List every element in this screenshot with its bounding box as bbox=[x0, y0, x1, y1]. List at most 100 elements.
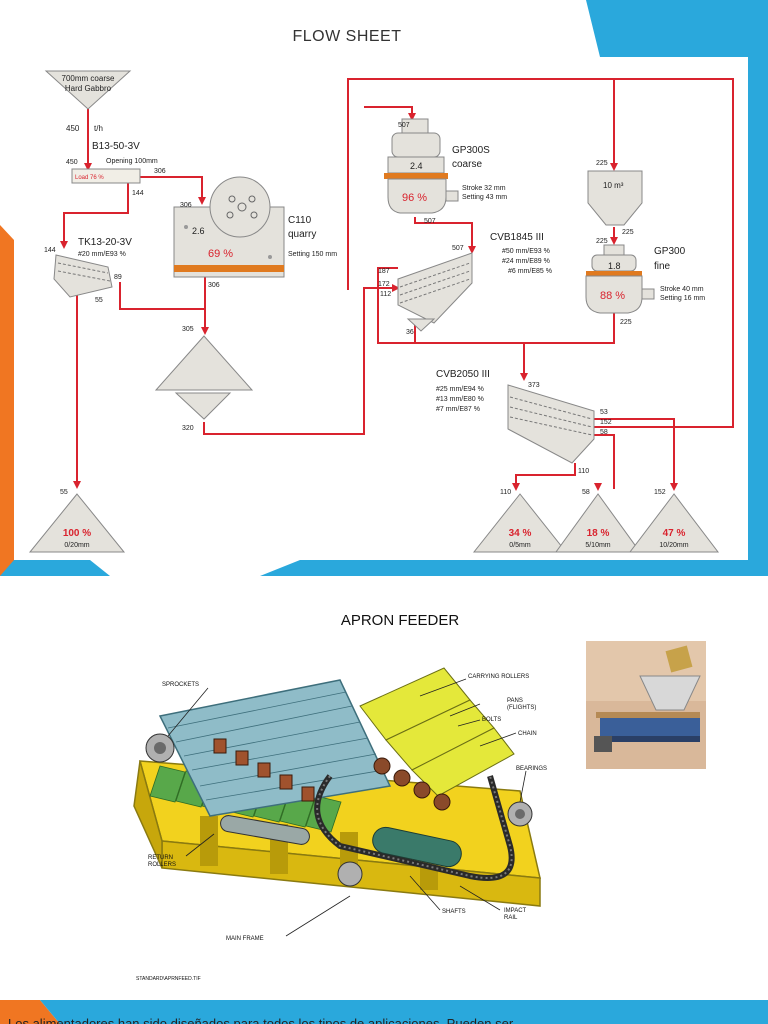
orange-left-shape bbox=[0, 225, 14, 576]
apron-feeder-illustration: SPROCKETS CARRYING ROLLERS PANS (FLIGHTS… bbox=[0, 641, 768, 1024]
screen3-spec-2: #13 mm/E80 % bbox=[436, 396, 484, 403]
carrying-belt bbox=[158, 679, 392, 817]
screen2-name: CVB1845 III bbox=[490, 232, 544, 243]
flow-arrows bbox=[60, 113, 678, 491]
description-paragraph: Los alimentadores han sido diseñados par… bbox=[8, 1016, 514, 1024]
jaw-crusher bbox=[173, 176, 285, 278]
cone1-load: 96 % bbox=[402, 192, 427, 204]
label-chain: CHAIN bbox=[518, 731, 537, 737]
product2-flow: 110 bbox=[500, 489, 511, 496]
bin-volume: 10 m³ bbox=[603, 181, 624, 190]
shafts bbox=[220, 815, 462, 868]
screen2-in: 507 bbox=[452, 245, 464, 252]
product4-pile bbox=[628, 493, 720, 553]
label-main-frame: MAIN FRAME bbox=[226, 936, 264, 942]
bin-out: 225 bbox=[622, 229, 634, 236]
label-return: RETURN bbox=[148, 855, 173, 861]
flow-sheet-slide: FLOW SHEET bbox=[0, 0, 768, 576]
product2-pct: 34 % bbox=[509, 528, 532, 539]
label-shafts: SHAFTS bbox=[442, 909, 466, 915]
screen2-hopper bbox=[406, 318, 436, 332]
product4-size: 10/20mm bbox=[659, 542, 688, 549]
belt-slats bbox=[167, 691, 385, 801]
cone2-name-2: fine bbox=[654, 261, 671, 272]
screen1-out-right: 89 bbox=[114, 274, 122, 281]
cone1-name-1: GP300S bbox=[452, 145, 490, 156]
screen3-in: 373 bbox=[528, 382, 540, 389]
screen3-name: CVB2050 III bbox=[436, 369, 490, 380]
jaw-ratio: 2.6 bbox=[192, 226, 205, 236]
screen3-deck-2: 152 bbox=[600, 419, 612, 426]
jaw-name-1: C110 bbox=[288, 215, 312, 226]
cone1-out: 507 bbox=[424, 218, 436, 225]
side-flights bbox=[359, 667, 515, 797]
label-bolts: BOLTS bbox=[482, 717, 501, 723]
cone1-setting: Setting 43 mm bbox=[462, 194, 507, 201]
jaw-out: 306 bbox=[208, 282, 220, 289]
product2-size: 0/5mm bbox=[509, 542, 531, 549]
cone-crusher-coarse bbox=[384, 118, 459, 214]
cone2-setting: Setting 16 mm bbox=[660, 295, 705, 302]
jaw-in: 306 bbox=[180, 202, 192, 209]
cone2-in: 225 bbox=[596, 238, 608, 245]
screen2-under: 36 bbox=[406, 329, 414, 336]
feed-flow: 450 bbox=[66, 124, 80, 133]
jaw-name-2: quarry bbox=[288, 229, 316, 240]
product4-pct: 47 % bbox=[663, 528, 686, 539]
feed-label-1: 700mm coarse bbox=[62, 74, 115, 83]
screen1-out-down: 55 bbox=[95, 297, 103, 304]
screen3-spec-3: #7 mm/E87 % bbox=[436, 406, 480, 413]
product3-size: 5/10mm bbox=[585, 542, 610, 549]
bin-in: 225 bbox=[596, 160, 608, 167]
feeder-out-down: 144 bbox=[132, 190, 144, 197]
cone-crusher-fine bbox=[585, 244, 655, 314]
screen3-deck-1: 53 bbox=[600, 409, 608, 416]
product4-flow: 152 bbox=[654, 489, 666, 496]
jaw-load: 69 % bbox=[208, 248, 233, 260]
fine-bin bbox=[587, 170, 643, 226]
screen3-deck-3: 58 bbox=[600, 429, 608, 436]
cone2-stroke: Stroke 40 mm bbox=[660, 286, 704, 293]
pile-in: 305 bbox=[182, 326, 194, 333]
screen1-decks bbox=[57, 262, 111, 282]
label-file: STANDARD\APRNFEED.TIF bbox=[136, 976, 201, 982]
product1-pile bbox=[28, 493, 126, 553]
stockpile bbox=[154, 335, 254, 391]
screen3-spec-1: #25 mm/E94 % bbox=[436, 386, 484, 393]
label-sprockets: SPROCKETS bbox=[162, 682, 199, 688]
cone1-name-2: coarse bbox=[452, 159, 482, 170]
feeder-in: 450 bbox=[66, 159, 78, 166]
screen2-body bbox=[397, 252, 473, 324]
cone2-out: 225 bbox=[620, 319, 632, 326]
label-flights: (FLIGHTS) bbox=[507, 705, 536, 711]
screen3-body bbox=[507, 384, 595, 464]
feeder-out-right: 306 bbox=[154, 168, 166, 175]
screen2-deck-3: 112 bbox=[380, 291, 391, 298]
callout-lines bbox=[167, 678, 527, 937]
screen2-spec-1: #50 mm/E93 % bbox=[502, 248, 550, 255]
cone2-name-1: GP300 bbox=[654, 246, 686, 257]
screen1-in: 144 bbox=[44, 247, 56, 254]
cone2-load: 88 % bbox=[600, 290, 625, 302]
jaw-setting: Setting 150 mm bbox=[288, 251, 337, 258]
blue-bottom-band bbox=[40, 1000, 768, 1024]
screen2-deck-2: 172 bbox=[378, 281, 390, 288]
feed-hopper bbox=[44, 70, 132, 110]
feeder-body bbox=[71, 168, 141, 184]
product1-pct: 100 % bbox=[63, 528, 91, 539]
apron-feeder-photo bbox=[586, 641, 706, 769]
product3-pile bbox=[555, 493, 641, 553]
product3-flow: 58 bbox=[582, 489, 590, 496]
label-pans: PANS bbox=[507, 698, 523, 704]
flow-sheet-title: FLOW SHEET bbox=[292, 28, 402, 45]
cone1-stroke: Stroke 32 mm bbox=[462, 185, 506, 192]
label-return-rollers: ROLLERS bbox=[148, 862, 176, 868]
slide1-decor bbox=[0, 0, 768, 576]
cone1-in: 507 bbox=[398, 122, 410, 129]
chain bbox=[314, 774, 515, 881]
screen1-name: TK13-20-3V bbox=[78, 237, 132, 248]
return-rollers bbox=[213, 738, 315, 802]
cone1-ratio: 2.4 bbox=[410, 161, 423, 171]
feeder-name: B13-50-3V bbox=[92, 141, 140, 152]
label-bearings: BEARINGS bbox=[516, 766, 547, 772]
